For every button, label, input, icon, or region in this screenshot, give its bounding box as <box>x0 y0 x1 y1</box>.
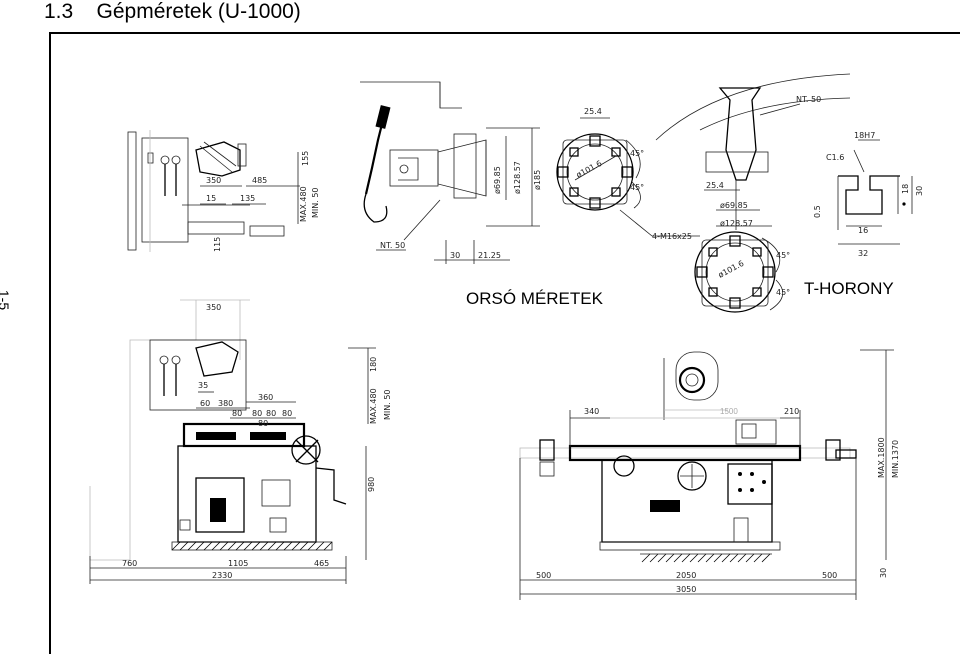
dim-2330: 2330 <box>212 571 232 580</box>
flange-front-upper: ø101.6 25.4 45° 45° 4-M16x25 <box>556 107 700 241</box>
base-hatch-left <box>171 541 333 551</box>
chamfer-c1-6: C1.6 <box>826 153 844 162</box>
dim-485: 485 <box>252 176 267 185</box>
dim-980: 980 <box>367 477 376 492</box>
dim-18-tslot: 18 <box>901 184 910 194</box>
dim-80-b: 80 <box>252 409 262 418</box>
angle-45-b: 45° <box>630 183 644 192</box>
dim-80-d: 80 <box>282 409 292 418</box>
t-slot-detail: 18H7 C1.6 0.5 18 30 16 32 T-HORONY <box>804 131 924 298</box>
dim-500-right: 500 <box>822 571 837 580</box>
dim-21-25: 21.25 <box>478 251 501 260</box>
taper-side-view: NT. 50 25.4 ø69.85 ø128.57 <box>655 73 851 230</box>
dim-500-left: 500 <box>536 571 551 580</box>
dim-15: 15 <box>206 194 216 203</box>
dim-360: 360 <box>258 393 273 402</box>
dim-max1800: MAX.1800 <box>877 437 886 478</box>
dim-18h7: 18H7 <box>854 131 875 140</box>
nt50-left: NT. 50 <box>380 241 405 250</box>
dim-30-spindle: 30 <box>450 251 460 260</box>
base-hatch-right <box>641 553 771 563</box>
dim-min50-top: MIN. 50 <box>311 187 320 218</box>
dim-69-85-b: ø69.85 <box>720 201 748 210</box>
dim-135: 135 <box>240 194 255 203</box>
dim-35: 35 <box>198 381 208 390</box>
angle-45-c: 45° <box>776 251 790 260</box>
dim-1105: 1105 <box>228 559 248 568</box>
dim-760: 760 <box>122 559 137 568</box>
dim-115: 115 <box>213 237 222 252</box>
dim-340: 340 <box>584 407 599 416</box>
dim-465: 465 <box>314 559 329 568</box>
dim-80-e: 80 <box>258 419 268 428</box>
dim-16: 16 <box>858 226 868 235</box>
dim-25-4-a: 25.4 <box>584 107 602 116</box>
machine-front-elevation: 340 1500 210 MAX.1800 MIN.1370 500 2050 … <box>519 349 900 600</box>
dim-180: 180 <box>369 357 378 372</box>
dim-3050: 3050 <box>676 585 696 594</box>
dim-350-lower: 350 <box>206 303 221 312</box>
dim-155: 155 <box>301 151 310 166</box>
dim-25-4-b: 25.4 <box>706 181 724 190</box>
dim-210: 210 <box>784 407 799 416</box>
side-head-detail: 350 485 155 MAX.480 MIN. 50 15 135 115 <box>127 130 320 252</box>
caption-tslot: T-HORONY <box>804 279 894 298</box>
dim-101-6-b: ø101.6 <box>717 259 746 280</box>
dim-69-85-a: ø69.85 <box>493 166 502 194</box>
dim-max480-top: MAX.480 <box>299 186 308 222</box>
dim-max480-lower: MAX.480 <box>369 388 378 424</box>
angle-45-a: 45° <box>630 149 644 158</box>
dim-32: 32 <box>858 249 868 258</box>
dim-350-top: 350 <box>206 176 221 185</box>
caption-spindle: ORSÓ MÉRETEK <box>466 289 604 308</box>
thread-m16: 4-M16x25 <box>652 232 692 241</box>
dim-1500: 1500 <box>720 407 738 416</box>
section-number: 1.3 <box>44 0 74 23</box>
dim-185: ø185 <box>533 170 542 190</box>
dim-min1370: MIN.1370 <box>891 440 900 478</box>
dim-101-6-a: ø101.6 <box>575 159 604 180</box>
dim-30-tslot: 30 <box>915 186 924 196</box>
angle-45-d: 45° <box>776 288 790 297</box>
dim-80-c: 80 <box>266 409 276 418</box>
nt50-right: NT. 50 <box>796 95 821 104</box>
dim-80-a: 80 <box>232 409 242 418</box>
section-heading: 1.3 Gépméretek (U-1000) <box>44 0 301 24</box>
section-title: Gépméretek (U-1000) <box>96 0 301 23</box>
dim-2050: 2050 <box>676 571 696 580</box>
machine-side-elevation: 350 <box>89 299 392 584</box>
spindle-section: ø69.85 ø128.57 ø185 NT. 50 30 21.25 ORSÓ… <box>360 81 604 308</box>
dim-128-57-a: ø128.57 <box>513 161 522 194</box>
flange-front-lower: ø101.6 45° 45° <box>694 231 790 313</box>
dim-380: 380 <box>218 399 233 408</box>
dim-0-5: 0.5 <box>813 205 822 218</box>
dim-128-57-b: ø128.57 <box>720 219 753 228</box>
dim-60: 60 <box>200 399 210 408</box>
dim-min50-lower: MIN. 50 <box>383 389 392 420</box>
dim-30-base: 30 <box>879 568 888 578</box>
drawing-frame <box>49 32 960 654</box>
